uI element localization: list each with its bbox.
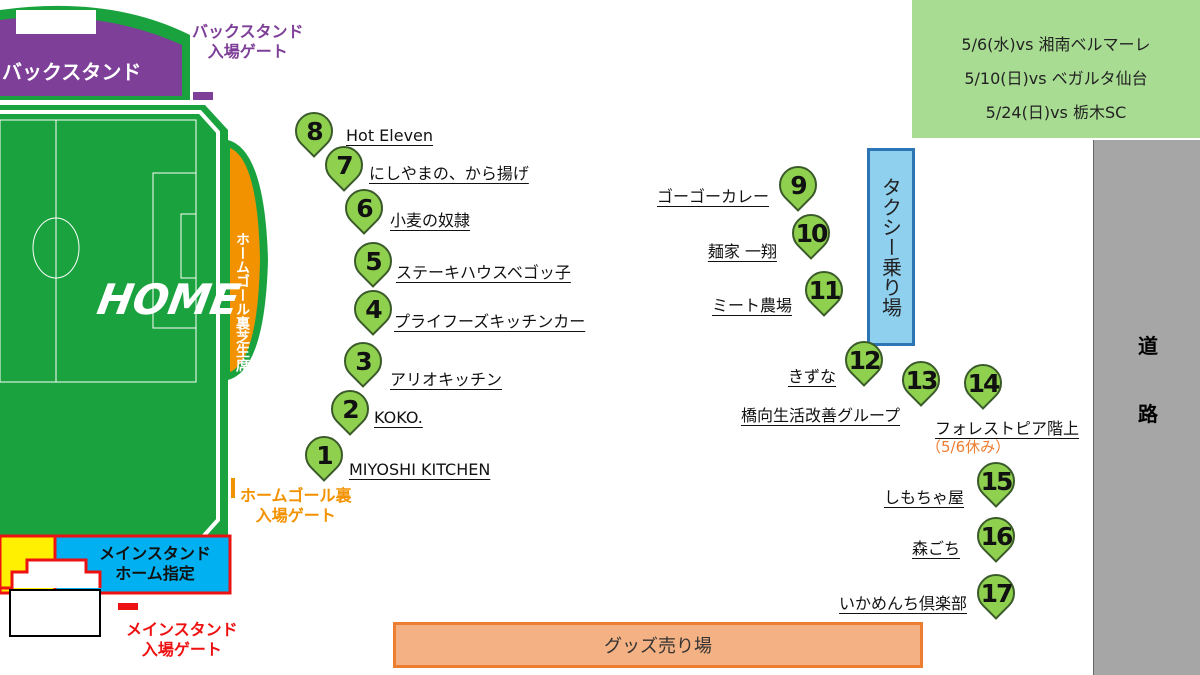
shop-pin-icon[interactable]: 14: [956, 356, 1010, 410]
pin-number: 15: [980, 466, 1012, 496]
shop-pin-icon[interactable]: 13: [894, 353, 948, 407]
home-goal-gate-label: ホームゴール裏入場ゲート: [240, 486, 352, 525]
road: 道路: [1093, 140, 1200, 675]
pin-number: 8: [306, 116, 322, 146]
shop-pin-icon[interactable]: 3: [336, 334, 390, 388]
shop-label[interactable]: フォレストピア階上: [935, 419, 1080, 438]
shop-pin-icon[interactable]: 9: [771, 158, 825, 212]
pin-number: 14: [967, 368, 999, 398]
pin-number: 5: [365, 246, 381, 276]
back-stand-label: バックスタンド: [2, 60, 142, 84]
shop-label[interactable]: 麺家 一翔: [707, 242, 777, 261]
shop-label[interactable]: ステーキハウスベゴッ子: [396, 263, 571, 282]
pin-number: 6: [356, 193, 372, 223]
pin-number: 13: [905, 365, 937, 395]
back-stand-gate-label: バックスタンド入場ゲート: [192, 22, 304, 61]
shop-label[interactable]: アリオキッチン: [390, 370, 503, 389]
shop-label[interactable]: 橋向生活改善グループ: [740, 406, 900, 425]
pin-number: 11: [808, 275, 840, 305]
shop-pin-icon[interactable]: 11: [797, 263, 851, 317]
shop-pin-icon[interactable]: 5: [346, 234, 400, 288]
pin-number: 16: [980, 521, 1012, 551]
shop-pin-icon[interactable]: 4: [346, 282, 400, 336]
schedule-item: 5/6(水)vs 湘南ベルマーレ: [961, 35, 1151, 54]
shop-label[interactable]: ゴーゴーカレー: [656, 187, 769, 206]
shop-pin-icon[interactable]: 17: [969, 566, 1023, 620]
shop-label[interactable]: 森ごち: [911, 539, 960, 558]
shop-note: （5/6休み）: [926, 438, 1011, 456]
shop-label[interactable]: ミート農場: [711, 296, 792, 315]
stadium-map: [0, 5, 268, 637]
pin-number: 2: [342, 394, 358, 424]
shop-label[interactable]: きずな: [787, 367, 836, 386]
pin-number: 1: [316, 440, 332, 470]
taxi-stand: タクシー乗り場: [867, 148, 915, 346]
schedule-item: 5/10(日)vs ベガルタ仙台: [964, 69, 1148, 88]
goods-shop: グッズ売り場: [393, 622, 923, 668]
pin-number: 17: [980, 578, 1012, 608]
home-goal-seat-label: ホームゴール裏芝生席: [234, 232, 250, 372]
schedule-item: 5/24(日)vs 栃木SC: [985, 103, 1127, 122]
home-logo: HOME: [93, 275, 244, 324]
main-stand-home-label: メインスタンドホーム指定: [99, 544, 211, 583]
shop-label[interactable]: Hot Eleven: [346, 126, 434, 145]
shop-pin-icon[interactable]: 16: [969, 509, 1023, 563]
main-stand-gate-label: メインスタンド入場ゲート: [126, 620, 238, 659]
shop-label[interactable]: KOKO.: [374, 408, 423, 427]
pin-number: 12: [848, 345, 880, 375]
shop-label[interactable]: MIYOSHI KITCHEN: [349, 460, 491, 479]
pin-number: 7: [336, 150, 352, 180]
shop-label[interactable]: しもちゃ屋: [883, 488, 964, 507]
pin-number: 4: [365, 294, 381, 324]
shop-pin-icon[interactable]: 15: [969, 454, 1023, 508]
shop-label[interactable]: いかめんち倶楽部: [838, 594, 967, 613]
shop-label[interactable]: 小麦の奴隷: [390, 211, 471, 230]
shop-label[interactable]: にしやまの、から揚げ: [369, 164, 529, 183]
match-schedule: 5/6(水)vs 湘南ベルマーレ 5/10(日)vs ベガルタ仙台 5/24(日…: [912, 0, 1200, 138]
shop-pin-icon[interactable]: 10: [784, 206, 838, 260]
pin-number: 9: [790, 170, 806, 200]
pin-number: 3: [355, 346, 371, 376]
shop-label[interactable]: プライフーズキッチンカー: [394, 312, 586, 331]
pin-number: 10: [795, 218, 827, 248]
